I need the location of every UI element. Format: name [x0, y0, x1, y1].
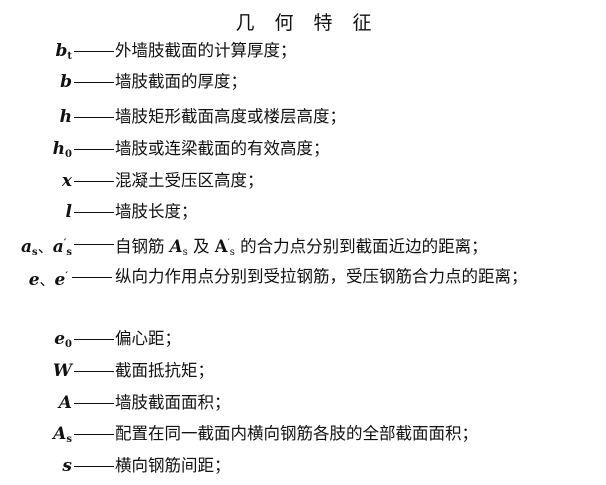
entry-description: 横向钢筋间距；	[115, 456, 231, 475]
symbol-entry: bt 外墙肢截面的计算厚度；	[0, 36, 606, 66]
symbol-entry: As 配置在同一截面内横向钢筋各肢的全部截面面积；	[0, 419, 606, 449]
entry-description: 外墙肢截面的计算厚度；	[115, 41, 297, 60]
entry-description: 自钢筋 As 及 A′s 的合力点分别到截面近边的距离；	[115, 237, 488, 258]
entry-description: 墙肢截面面积；	[115, 393, 231, 412]
symbol-entry: x 混凝土受压区高度；	[0, 166, 606, 196]
symbol-entry: as、a′s 自钢筋 As 及 A′s 的合力点分别到截面近边的距离；	[0, 229, 606, 259]
section-heading: 几 何 特 征	[235, 12, 379, 34]
entry-symbol: A	[58, 393, 72, 413]
symbol-entry: h0 墙肢或连梁截面的有效高度；	[0, 134, 606, 164]
dash-line	[72, 277, 112, 278]
entry-symbol: b	[60, 72, 72, 92]
entry-description: 墙肢或连梁截面的有效高度；	[115, 139, 330, 158]
dash-line	[74, 51, 114, 52]
entry-description: 墙肢矩形截面高度或楼层高度；	[115, 107, 346, 126]
entry-symbol: W	[52, 361, 72, 381]
dash-line	[74, 466, 114, 467]
symbol-entry: l 墙肢长度；	[0, 197, 606, 227]
dash-line	[74, 371, 114, 372]
entry-symbol: x	[61, 171, 72, 191]
entry-symbol: h	[59, 107, 72, 127]
symbol-entry: h 墙肢矩形截面高度或楼层高度；	[0, 102, 606, 132]
entry-symbol: l	[65, 202, 72, 222]
dash-line	[74, 244, 114, 245]
dash-line	[74, 434, 114, 435]
entry-symbol: h0	[52, 139, 72, 160]
entry-description: 截面抵抗矩；	[115, 361, 214, 380]
dash-line	[74, 212, 114, 213]
entry-description: 混凝土受压区高度；	[115, 171, 264, 190]
entry-symbol: s	[62, 456, 72, 476]
entry-symbol: as、a′s	[21, 237, 72, 258]
dash-line	[74, 403, 114, 404]
dash-line	[74, 82, 114, 83]
dash-line	[74, 117, 114, 118]
dash-line	[74, 339, 114, 340]
symbol-entry: W 截面抵抗矩；	[0, 356, 606, 386]
symbol-entry: A 墙肢截面面积；	[0, 388, 606, 418]
entry-description: 墙肢截面的厚度；	[115, 72, 247, 91]
entry-description: 配置在同一截面内横向钢筋各肢的全部截面面积；	[115, 424, 478, 443]
entry-symbol: e0	[54, 329, 72, 350]
entry-description: 偏心距；	[115, 329, 181, 348]
symbol-entry: e0 偏心距；	[0, 324, 606, 354]
entry-symbol: As	[53, 424, 72, 445]
dash-line	[74, 181, 114, 182]
symbol-entry: e、e′ 纵向力作用点分别到受拉钢筋，受压钢筋合力点的距离；	[0, 262, 606, 322]
dash-line	[74, 149, 114, 150]
entry-symbol: bt	[55, 41, 72, 62]
entry-description: 墙肢长度；	[115, 202, 198, 221]
entry-symbol: e、e′	[28, 270, 68, 290]
symbol-entry: b 墙肢截面的厚度；	[0, 67, 606, 97]
symbol-entry: s 横向钢筋间距；	[0, 451, 606, 481]
entry-description: 纵向力作用点分别到受拉钢筋，受压钢筋合力点的距离；	[115, 267, 528, 286]
